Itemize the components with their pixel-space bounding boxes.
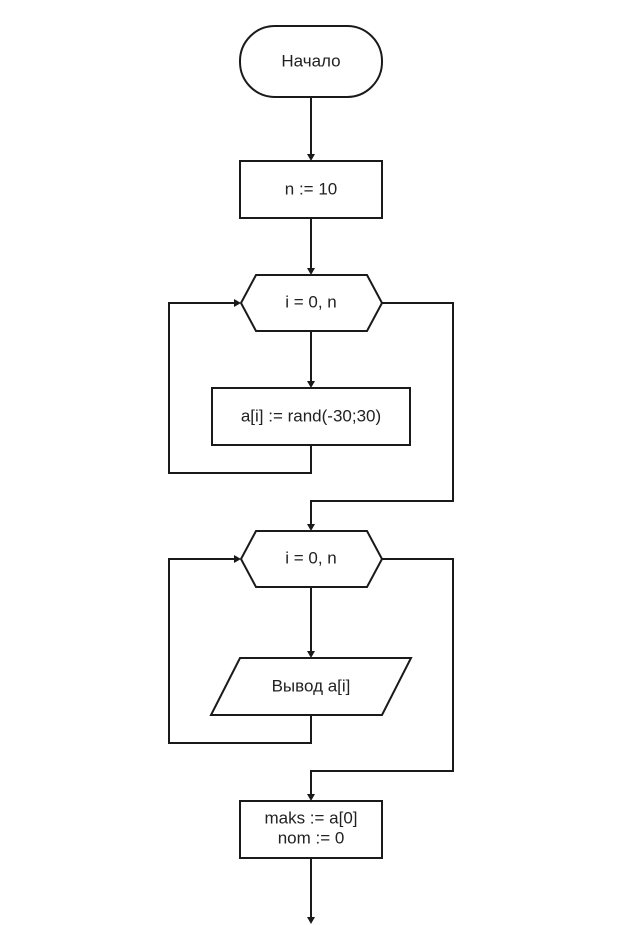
- assign-n-process: n := 10: [239, 160, 383, 219]
- loop2-hexagon: i = 0, n: [239, 530, 384, 588]
- arrowhead: [307, 154, 315, 161]
- start-terminator: Начало: [239, 25, 383, 98]
- loop1-hexagon: i = 0, n: [239, 274, 384, 332]
- assign-random-label: a[i] := rand(-30;30): [241, 406, 381, 425]
- arrowhead: [307, 917, 315, 924]
- output-label: Вывод a[i]: [272, 676, 351, 695]
- output-parallelogram: Вывод a[i]: [209, 657, 413, 716]
- arrowhead: [307, 381, 315, 388]
- loop1-back-edge: [168, 302, 312, 474]
- assign-n-label: n := 10: [285, 179, 337, 198]
- loop1-exit-edge: [310, 302, 454, 524]
- init-max-line2: nom := 0: [278, 828, 345, 847]
- loop1-label: i = 0, n: [285, 292, 337, 311]
- arrowhead: [307, 524, 315, 531]
- loop2-exit-edge: [310, 558, 454, 794]
- loop2-back-edge: [168, 558, 312, 744]
- assign-random-process: a[i] := rand(-30;30): [211, 387, 411, 446]
- arrowhead: [234, 299, 241, 307]
- arrowhead: [307, 268, 315, 275]
- init-max-process: maks := a[0] nom := 0: [239, 800, 383, 859]
- arrowhead: [307, 794, 315, 801]
- start-label: Начало: [281, 51, 340, 70]
- arrowhead: [307, 651, 315, 658]
- loop2-label: i = 0, n: [285, 548, 337, 567]
- arrowhead: [234, 555, 241, 563]
- init-max-line1: maks := a[0]: [264, 808, 357, 827]
